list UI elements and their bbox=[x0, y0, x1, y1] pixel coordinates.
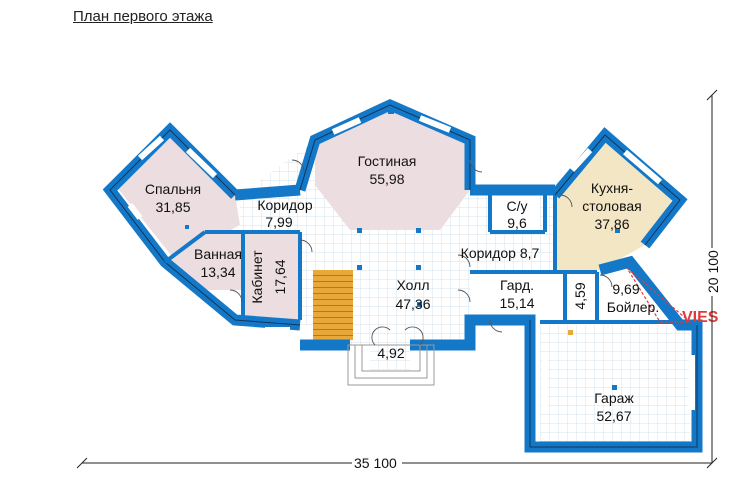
hall-area: 47,36 bbox=[395, 296, 430, 312]
porch-steps bbox=[347, 344, 435, 386]
floor-fills bbox=[115, 108, 690, 445]
watermark: VIES bbox=[682, 309, 719, 326]
boiler-marker bbox=[626, 267, 692, 323]
plan-title: План первого этажа bbox=[73, 8, 213, 25]
porch-label: 4,92 bbox=[377, 345, 404, 361]
lamp-markers bbox=[185, 108, 620, 390]
hall-name: Холл bbox=[397, 277, 430, 293]
boiler-area: 9,69 bbox=[612, 281, 639, 297]
height-dimension: 20 100 bbox=[705, 250, 721, 293]
corridor1-area: 7,99 bbox=[265, 214, 292, 230]
living-area: 55,98 bbox=[369, 171, 404, 187]
door-swings bbox=[229, 159, 613, 346]
garage-area: 52,67 bbox=[596, 408, 631, 424]
kitchen-name-2: столовая bbox=[582, 198, 642, 214]
study-name: Кабинет bbox=[249, 250, 265, 304]
study-area: 17,64 bbox=[272, 259, 288, 294]
living-name: Гостиная bbox=[358, 153, 417, 169]
windows bbox=[127, 115, 695, 410]
small-room-label: 4,59 bbox=[572, 282, 588, 309]
bedroom-name: Спальня bbox=[145, 181, 201, 197]
bath-name: Ванная bbox=[194, 246, 242, 262]
wardrobe-area: 15,14 bbox=[499, 295, 534, 311]
corridor2-label: Коридор 8,7 bbox=[461, 245, 540, 261]
boiler-name: Бойлер. bbox=[607, 299, 659, 315]
wardrobe-name: Гард. bbox=[500, 277, 534, 293]
room-labels: Спальня 31,85 Ванная 13,34 Коридор 7,99 … bbox=[145, 153, 659, 424]
bedroom-area: 31,85 bbox=[155, 199, 190, 215]
wc-name: С/у bbox=[507, 198, 528, 214]
wc-area: 9,6 bbox=[507, 215, 527, 231]
kitchen-name-1: Кухня- bbox=[591, 180, 633, 196]
bath-area: 13,34 bbox=[200, 264, 235, 280]
garage-name: Гараж bbox=[594, 390, 634, 406]
corridor1-name: Коридор bbox=[257, 197, 313, 213]
kitchen-area: 37,86 bbox=[594, 216, 629, 232]
width-dimension: 35 100 bbox=[354, 455, 397, 471]
